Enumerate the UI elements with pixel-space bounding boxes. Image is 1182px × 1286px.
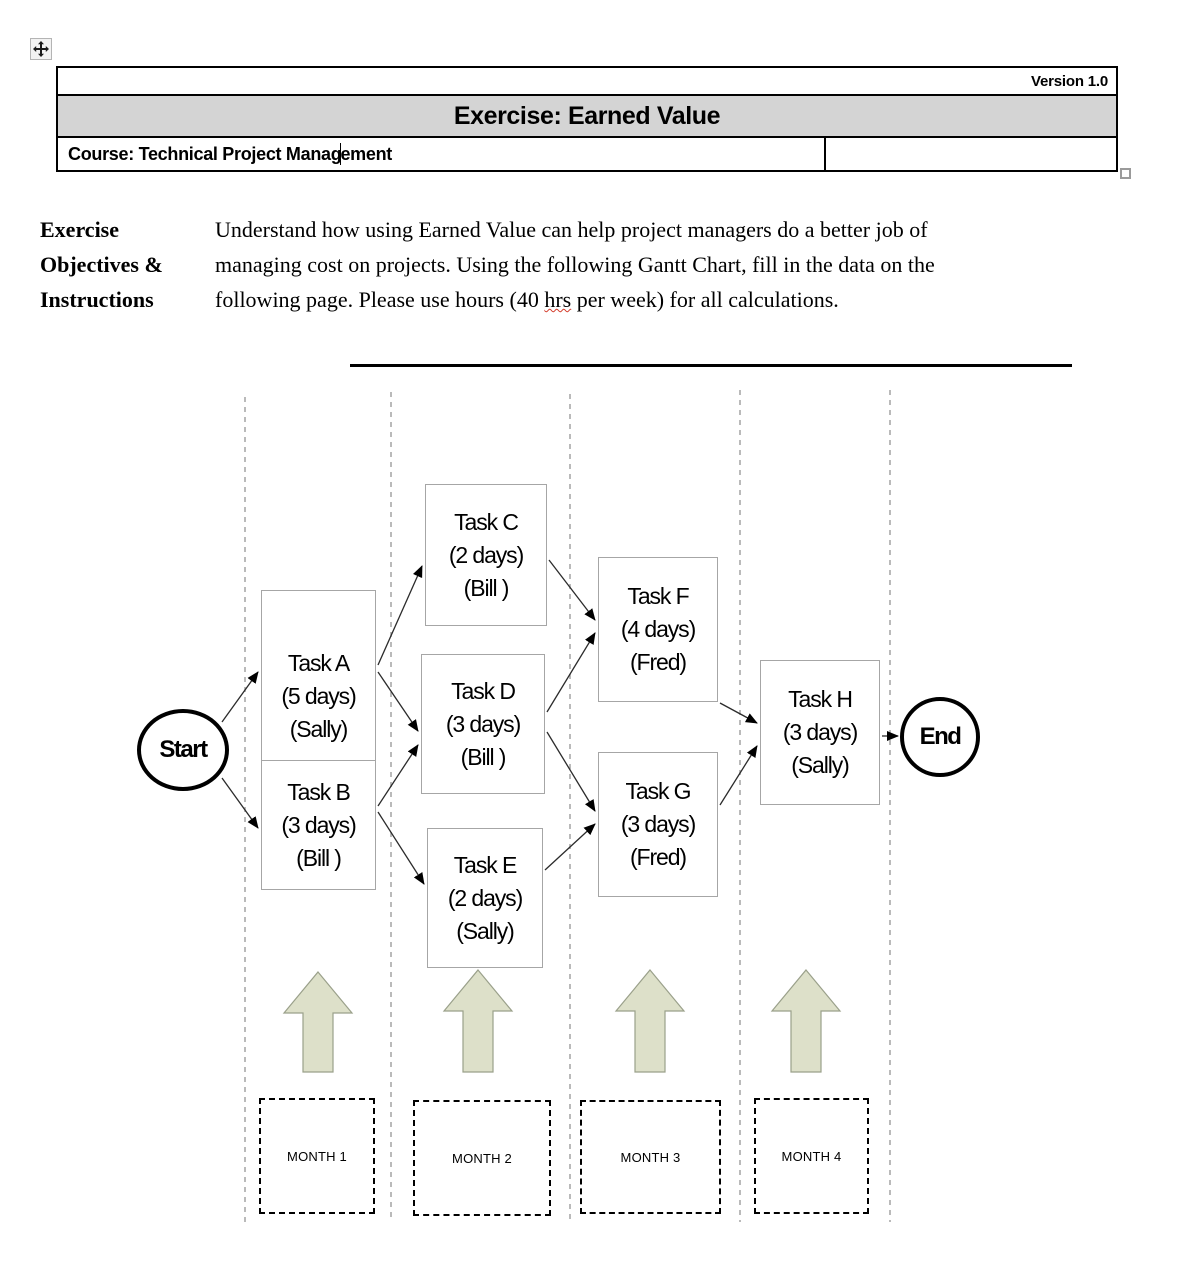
start-node-label: Start [159,736,208,763]
task-d-duration: (3 days) [445,710,521,737]
document-header-table: Version 1.0 Exercise: Earned Value Cours… [56,66,1118,172]
task-b-name: Task B [287,778,351,805]
end-node-label: End [919,723,962,750]
edge-a-d [377,671,419,732]
header-title-row: Exercise: Earned Value [56,94,1118,138]
task-b-duration: (3 days) [281,811,356,838]
month-3-label: MONTH 3 [620,1149,681,1165]
month-1-label: MONTH 1 [287,1148,347,1164]
course-label-pre: Course: Technical Project Manag [68,144,342,164]
month-1-arrow [282,971,354,1073]
version-cell: Version 1.0 [56,66,1118,96]
task-g-owner: (Fred) [629,844,687,870]
task-box-d[interactable]: Task D (3 days) (Bill ) [421,654,545,794]
task-g-name: Task G [625,778,692,804]
edge-c-f [548,559,596,621]
header-version-row: Version 1.0 [56,66,1118,96]
task-box-g[interactable]: Task G (3 days) (Fred) [598,752,718,897]
task-box-h[interactable]: Task H (3 days) (Sally) [760,660,880,805]
month-box-2[interactable]: MONTH 2 [413,1100,551,1216]
month-4-arrow [770,969,842,1073]
month-2-arrow [442,969,514,1073]
instructions-body-part-1: Understand how using Earned Value can he… [215,217,935,312]
task-h-name: Task H [788,686,853,712]
table-move-handle[interactable] [30,38,52,60]
month-4-label: MONTH 4 [781,1148,842,1164]
edge-b-e [377,811,425,885]
spellcheck-word: hrs [544,287,572,312]
instructions-body: Understand how using Earned Value can he… [215,212,1005,317]
edge-start-b [221,777,259,829]
edge-d-f [546,632,596,713]
task-d-owner: (Bill ) [460,743,507,770]
course-label-post: ement [340,144,392,164]
edge-f-h [719,702,758,724]
edge-a-c [377,565,423,666]
edge-start-a [221,671,259,723]
task-c-name: Task C [454,508,519,535]
month-box-1[interactable]: MONTH 1 [259,1098,375,1214]
task-e-name: Task E [453,851,518,878]
task-a-duration: (5 days) [281,682,356,709]
task-a-name: Task A [287,649,350,676]
task-d-name: Task D [451,677,516,704]
horizontal-rule [350,364,1072,367]
course-empty-cell[interactable] [824,136,1118,172]
task-box-e[interactable]: Task E (2 days) (Sally) [427,828,543,968]
table-resize-handle[interactable] [1120,168,1131,179]
edge-d-g [546,731,596,812]
page-title: Exercise: Earned Value [56,94,1118,138]
task-e-duration: (2 days) [447,884,523,911]
edge-e-g [544,823,596,871]
task-f-duration: (4 days) [620,616,696,642]
task-box-c[interactable]: Task C (2 days) (Bill ) [425,484,547,626]
task-a-owner: (Sally) [289,715,349,742]
move-cross-icon [33,41,49,57]
task-h-duration: (3 days) [782,719,858,745]
task-c-duration: (2 days) [448,541,524,568]
task-c-owner: (Bill ) [463,574,510,601]
task-h-owner: (Sally) [791,752,850,778]
header-course-row: Course: Technical Project Management [56,136,1118,172]
month-arrows [282,969,842,1073]
instructions-body-part-2: per week) for all calculations. [571,287,839,312]
instructions-label: Exercise Objectives & Instructions [40,212,215,317]
text-caret [340,143,342,165]
month-2-label: MONTH 2 [452,1150,512,1166]
edge-b-d [377,744,419,807]
edge-g-h [719,745,758,806]
task-f-name: Task F [627,583,689,609]
task-box-a[interactable]: Task A (5 days) (Sally) [261,590,376,802]
task-f-owner: (Fred) [629,649,687,675]
task-b-owner: (Bill ) [296,844,342,871]
task-box-b[interactable]: Task B (3 days) (Bill ) [261,760,376,890]
month-box-4[interactable]: MONTH 4 [754,1098,869,1214]
start-node[interactable]: Start [137,709,229,791]
instructions-label-line-3: Instructions [40,287,154,312]
month-3-arrow [614,969,686,1073]
instructions-label-line-2: Objectives & [40,252,163,277]
end-node[interactable]: End [900,697,980,777]
instructions-label-line-1: Exercise [40,217,120,242]
task-e-owner: (Sally) [456,917,515,944]
month-box-3[interactable]: MONTH 3 [580,1100,721,1214]
task-box-f[interactable]: Task F (4 days) (Fred) [598,557,718,702]
course-cell[interactable]: Course: Technical Project Management [56,136,826,172]
task-g-duration: (3 days) [620,811,696,837]
